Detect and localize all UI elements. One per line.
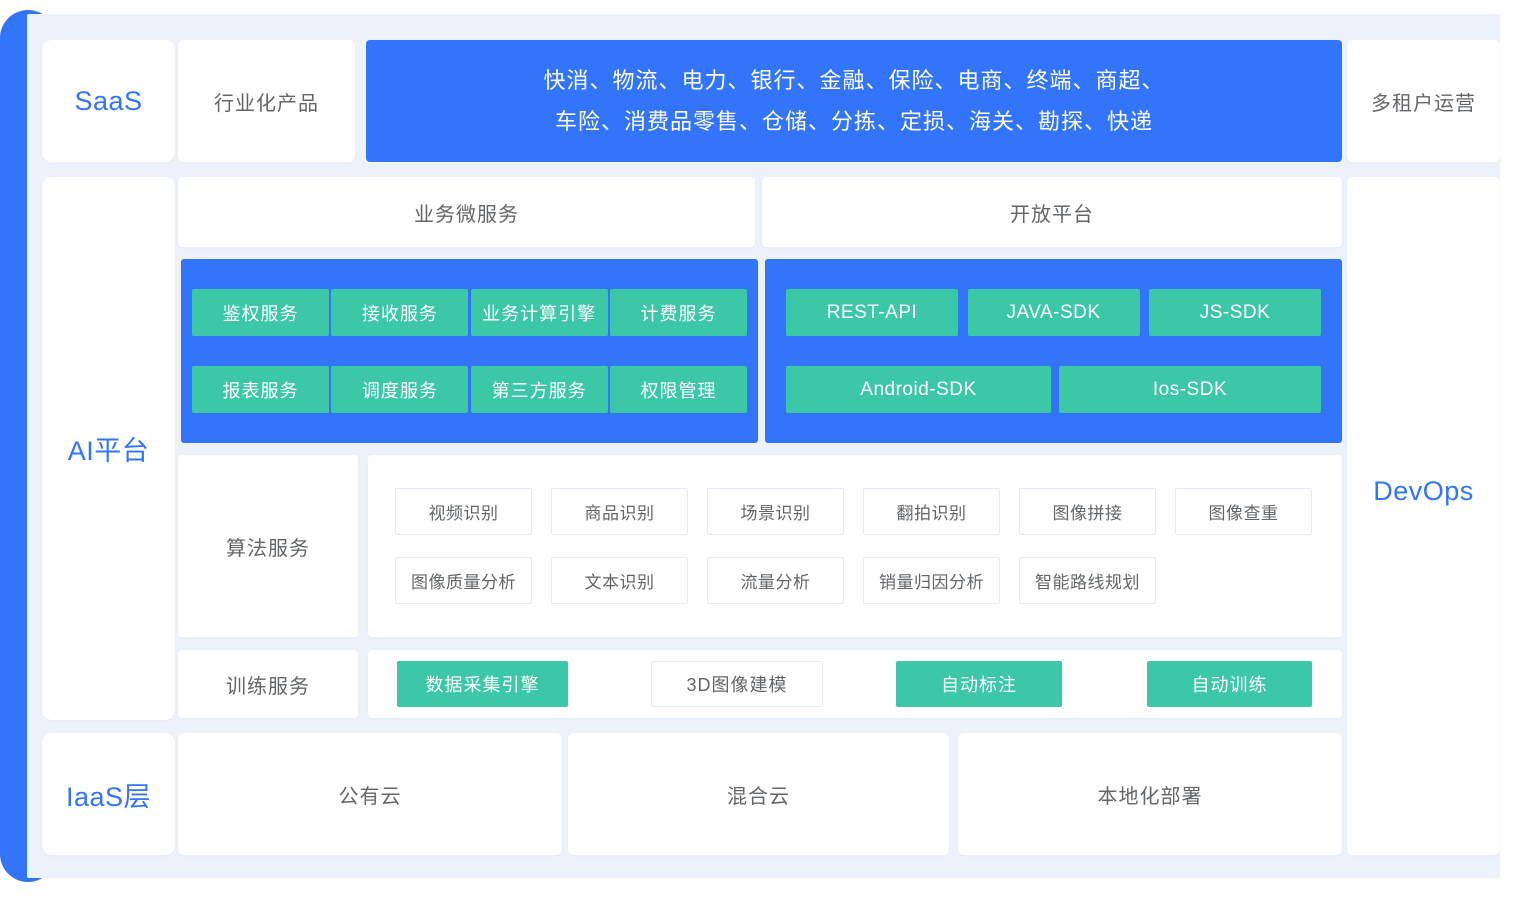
micro-service-chip: 第三方服务 [470,366,608,413]
public-cloud-label: 公有云 [338,785,402,808]
chip-label: Ios-SDK [1152,378,1228,400]
chip-label: 鉴权服务 [222,303,299,324]
devops-box: DevOps [1347,177,1500,855]
algo-chip: 翻拍识别 [863,488,1000,535]
algo-row-2: 图像质量分析 文本识别 流量分析 销量归因分析 智能路线规划 [395,557,1156,604]
open-platform-header: 开放平台 [762,177,1342,247]
micro-service-chip: 调度服务 [331,366,469,413]
sdk-chip: JAVA-SDK [967,289,1140,336]
industries-line-2: 车险、消费品零售、仓储、分拣、定损、海关、勘探、快递 [554,109,1153,134]
algo-services-title: 算法服务 [226,537,310,560]
iaas-layer-box: IaaS层 [42,733,175,855]
micro-service-chip: 业务计算引擎 [470,289,608,336]
local-deploy-label: 本地化部署 [1097,785,1203,808]
algo-chip: 商品识别 [551,488,688,535]
open-platform-container: REST-API JAVA-SDK JS-SDK Android-SDK Ios… [765,259,1342,443]
chip-label: 文本识别 [584,573,655,592]
local-deploy-box: 本地化部署 [958,733,1342,855]
chip-label: 数据采集引擎 [425,675,540,695]
sdk-chip: Ios-SDK [1059,366,1321,413]
multi-tenant-ops-box: 多租户运营 [1347,40,1500,162]
train-chip: 自动标注 [896,661,1062,707]
industry-product-box: 行业化产品 [178,40,355,162]
algo-chip: 图像查重 [1175,488,1312,535]
chip-label: 权限管理 [640,380,717,401]
algo-chip: 场景识别 [707,488,844,535]
chip-label: 自动训练 [1191,675,1268,695]
chip-label: 图像查重 [1208,504,1279,523]
chip-label: 视频识别 [428,504,499,523]
public-cloud-box: 公有云 [178,733,562,855]
sdk-chip: Android-SDK [786,366,1051,413]
train-services-label-box: 训练服务 [178,650,358,718]
chip-label: 销量归因分析 [879,573,984,592]
micro-services-row-2: 报表服务 调度服务 第三方服务 权限管理 [192,366,747,413]
chip-label: JS-SDK [1199,301,1271,323]
train-services-title: 训练服务 [226,675,310,698]
devops-label: DevOps [1373,475,1474,506]
micro-service-chip: 接收服务 [331,289,469,336]
chip-label: 调度服务 [361,380,438,401]
micro-services-container: 鉴权服务 接收服务 业务计算引擎 计费服务 报表服务 调度服务 第三方服务 权限… [181,259,758,443]
algo-chip: 文本识别 [551,557,688,604]
train-chip: 数据采集引擎 [397,661,568,707]
algo-chip: 智能路线规划 [1019,557,1156,604]
hybrid-cloud-box: 混合云 [568,733,949,855]
chip-label: 智能路线规划 [1035,573,1140,592]
chip-label: 业务计算引擎 [482,303,597,324]
algo-chip: 流量分析 [707,557,844,604]
saas-layer-label: SaaS [74,85,143,116]
algo-row-1: 视频识别 商品识别 场景识别 翻拍识别 图像拼接 图像查重 [395,488,1312,535]
chip-label: 翻拍识别 [896,504,967,523]
ai-platform-layer-label: AI平台 [67,436,150,466]
chip-label: Android-SDK [860,378,977,400]
open-platform-row-1: REST-API JAVA-SDK JS-SDK [786,289,1321,336]
algo-chip: 图像拼接 [1019,488,1156,535]
industries-line-1: 快消、物流、电力、银行、金融、保险、电商、终端、商超、 [543,68,1165,93]
algo-chip: 销量归因分析 [863,557,1000,604]
train-chip: 3D图像建模 [651,661,823,707]
micro-service-chip: 计费服务 [609,289,747,336]
chip-label: 报表服务 [222,380,299,401]
train-chip: 自动训练 [1147,661,1312,707]
micro-service-chip: 报表服务 [192,366,329,413]
chip-label: 流量分析 [740,573,811,592]
sdk-chip: JS-SDK [1149,289,1321,336]
micro-service-chip: 权限管理 [609,366,747,413]
algo-services-label-box: 算法服务 [178,455,358,637]
chip-label: 接收服务 [361,303,438,324]
chip-label: 商品识别 [584,504,655,523]
chip-label: 第三方服务 [491,380,587,401]
saas-layer-box: SaaS [42,40,175,162]
industry-product-label: 行业化产品 [214,92,319,115]
chip-label: 3D图像建模 [686,675,788,695]
algo-chip: 视频识别 [395,488,532,535]
micro-service-chip: 鉴权服务 [192,289,329,336]
micro-services-header: 业务微服务 [178,177,755,247]
chip-label: 自动标注 [941,675,1017,695]
chip-label: 计费服务 [640,303,717,324]
industries-box: 快消、物流、电力、银行、金融、保险、电商、终端、商超、 车险、消费品零售、仓储、… [366,40,1342,162]
chip-label: 图像质量分析 [411,573,516,592]
open-platform-title: 开放平台 [1010,203,1094,226]
chip-label: 图像拼接 [1052,504,1123,523]
chip-label: 场景识别 [740,504,811,523]
iaas-layer-label: IaaS层 [65,781,152,812]
micro-services-title: 业务微服务 [414,203,519,226]
multi-tenant-ops-label: 多租户运营 [1371,92,1476,115]
open-platform-row-2: Android-SDK Ios-SDK [786,366,1321,413]
chip-label: REST-API [826,301,918,323]
micro-services-row-1: 鉴权服务 接收服务 业务计算引擎 计费服务 [192,289,747,336]
hybrid-cloud-label: 混合云 [727,785,790,808]
chip-label: JAVA-SDK [1006,301,1101,323]
algo-chip: 图像质量分析 [395,557,532,604]
sdk-chip: REST-API [786,289,958,336]
algo-services-content: 视频识别 商品识别 场景识别 翻拍识别 图像拼接 图像查重 图像质量分析 文本识… [368,455,1342,637]
ai-platform-layer-box: AI平台 [42,177,175,720]
train-services-content: 数据采集引擎 3D图像建模 自动标注 自动训练 [368,650,1342,718]
